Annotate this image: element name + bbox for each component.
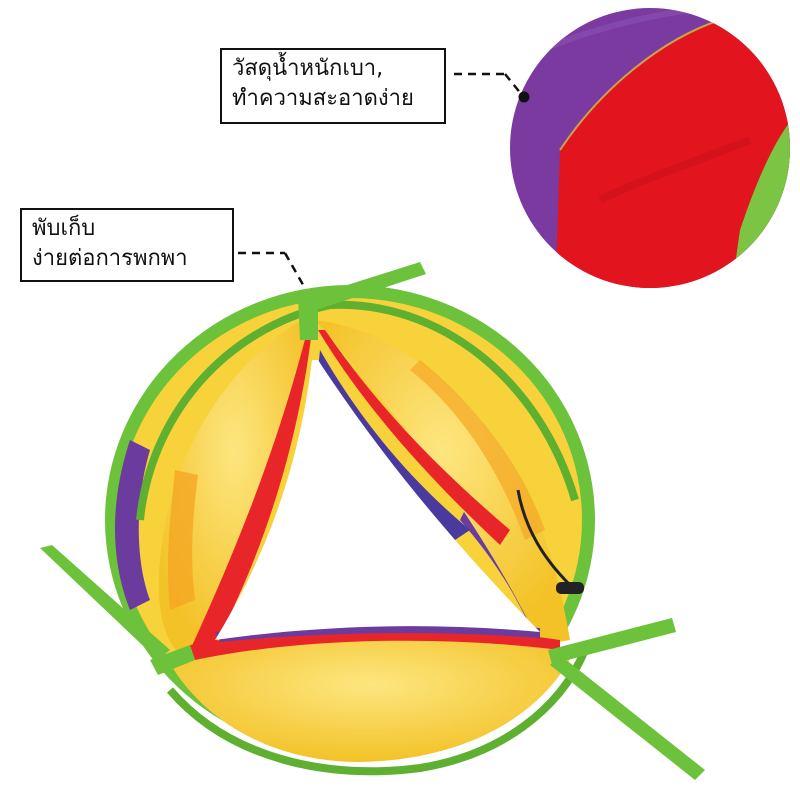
fabric-closeup: [510, 8, 790, 288]
lightweight-callout-line2: ทำความสะอาดง่าย: [232, 86, 414, 111]
foldable-callout: พับเก็บ ง่ายต่อการพกพา: [20, 208, 234, 282]
material-leader-dot: [518, 91, 530, 103]
lightweight-callout: วัสดุน้ำหนักเบา, ทำความสะอาดง่าย: [220, 48, 446, 124]
foldable-callout-line2: ง่ายต่อการพกพา: [32, 246, 188, 271]
lightweight-callout-line1: วัสดุน้ำหนักเบา,: [232, 56, 384, 81]
foldable-callout-line1: พับเก็บ: [32, 216, 96, 241]
folded-tunnel: [40, 262, 705, 780]
